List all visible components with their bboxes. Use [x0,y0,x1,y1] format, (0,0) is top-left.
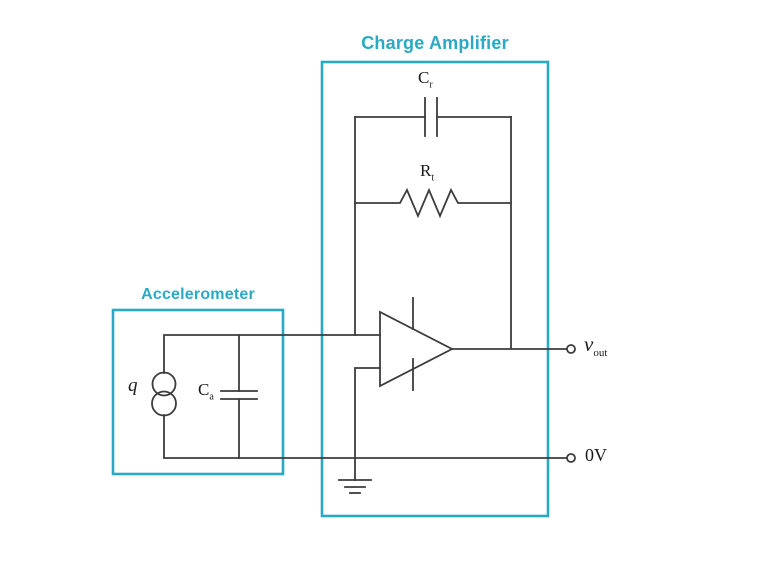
charge-source-circle-bottom [151,390,177,417]
accelerometer-box [111,308,285,476]
terminal-vout [566,344,576,354]
wire-bottom-rail [163,414,568,459]
wire-noninverting-ground [354,367,381,481]
label-reference-voltage: 0V [585,445,607,465]
label-output-voltage: vout [584,334,607,359]
label-feedback-resistor: Rt [420,162,434,183]
label-cr-sub: r [429,79,433,91]
wires [151,97,576,494]
label-rt-base: R [420,161,432,180]
label-vout-sub: out [593,347,608,360]
accelerometer-title: Accelerometer [141,286,255,303]
label-vout-base: v [584,332,594,356]
label-rt-sub: t [431,172,435,184]
charge-amplifier-box [320,60,550,518]
block-outlines [111,60,550,518]
wire-top-rail [163,334,381,374]
opamp-triangle [379,310,454,388]
label-cr-base: C [418,68,430,87]
label-charge-source: q [128,375,138,396]
label-accelerometer-capacitor: Ca [198,381,214,402]
label-ca-base: C [198,380,210,399]
terminal-0v [566,453,576,463]
charge-amplifier-title: Charge Amplifier [361,33,509,53]
label-ca-sub: a [209,391,214,403]
charge-source-circle-top [151,371,177,397]
resistor-zigzag [354,187,512,219]
label-feedback-capacitor: Cr [418,69,433,90]
